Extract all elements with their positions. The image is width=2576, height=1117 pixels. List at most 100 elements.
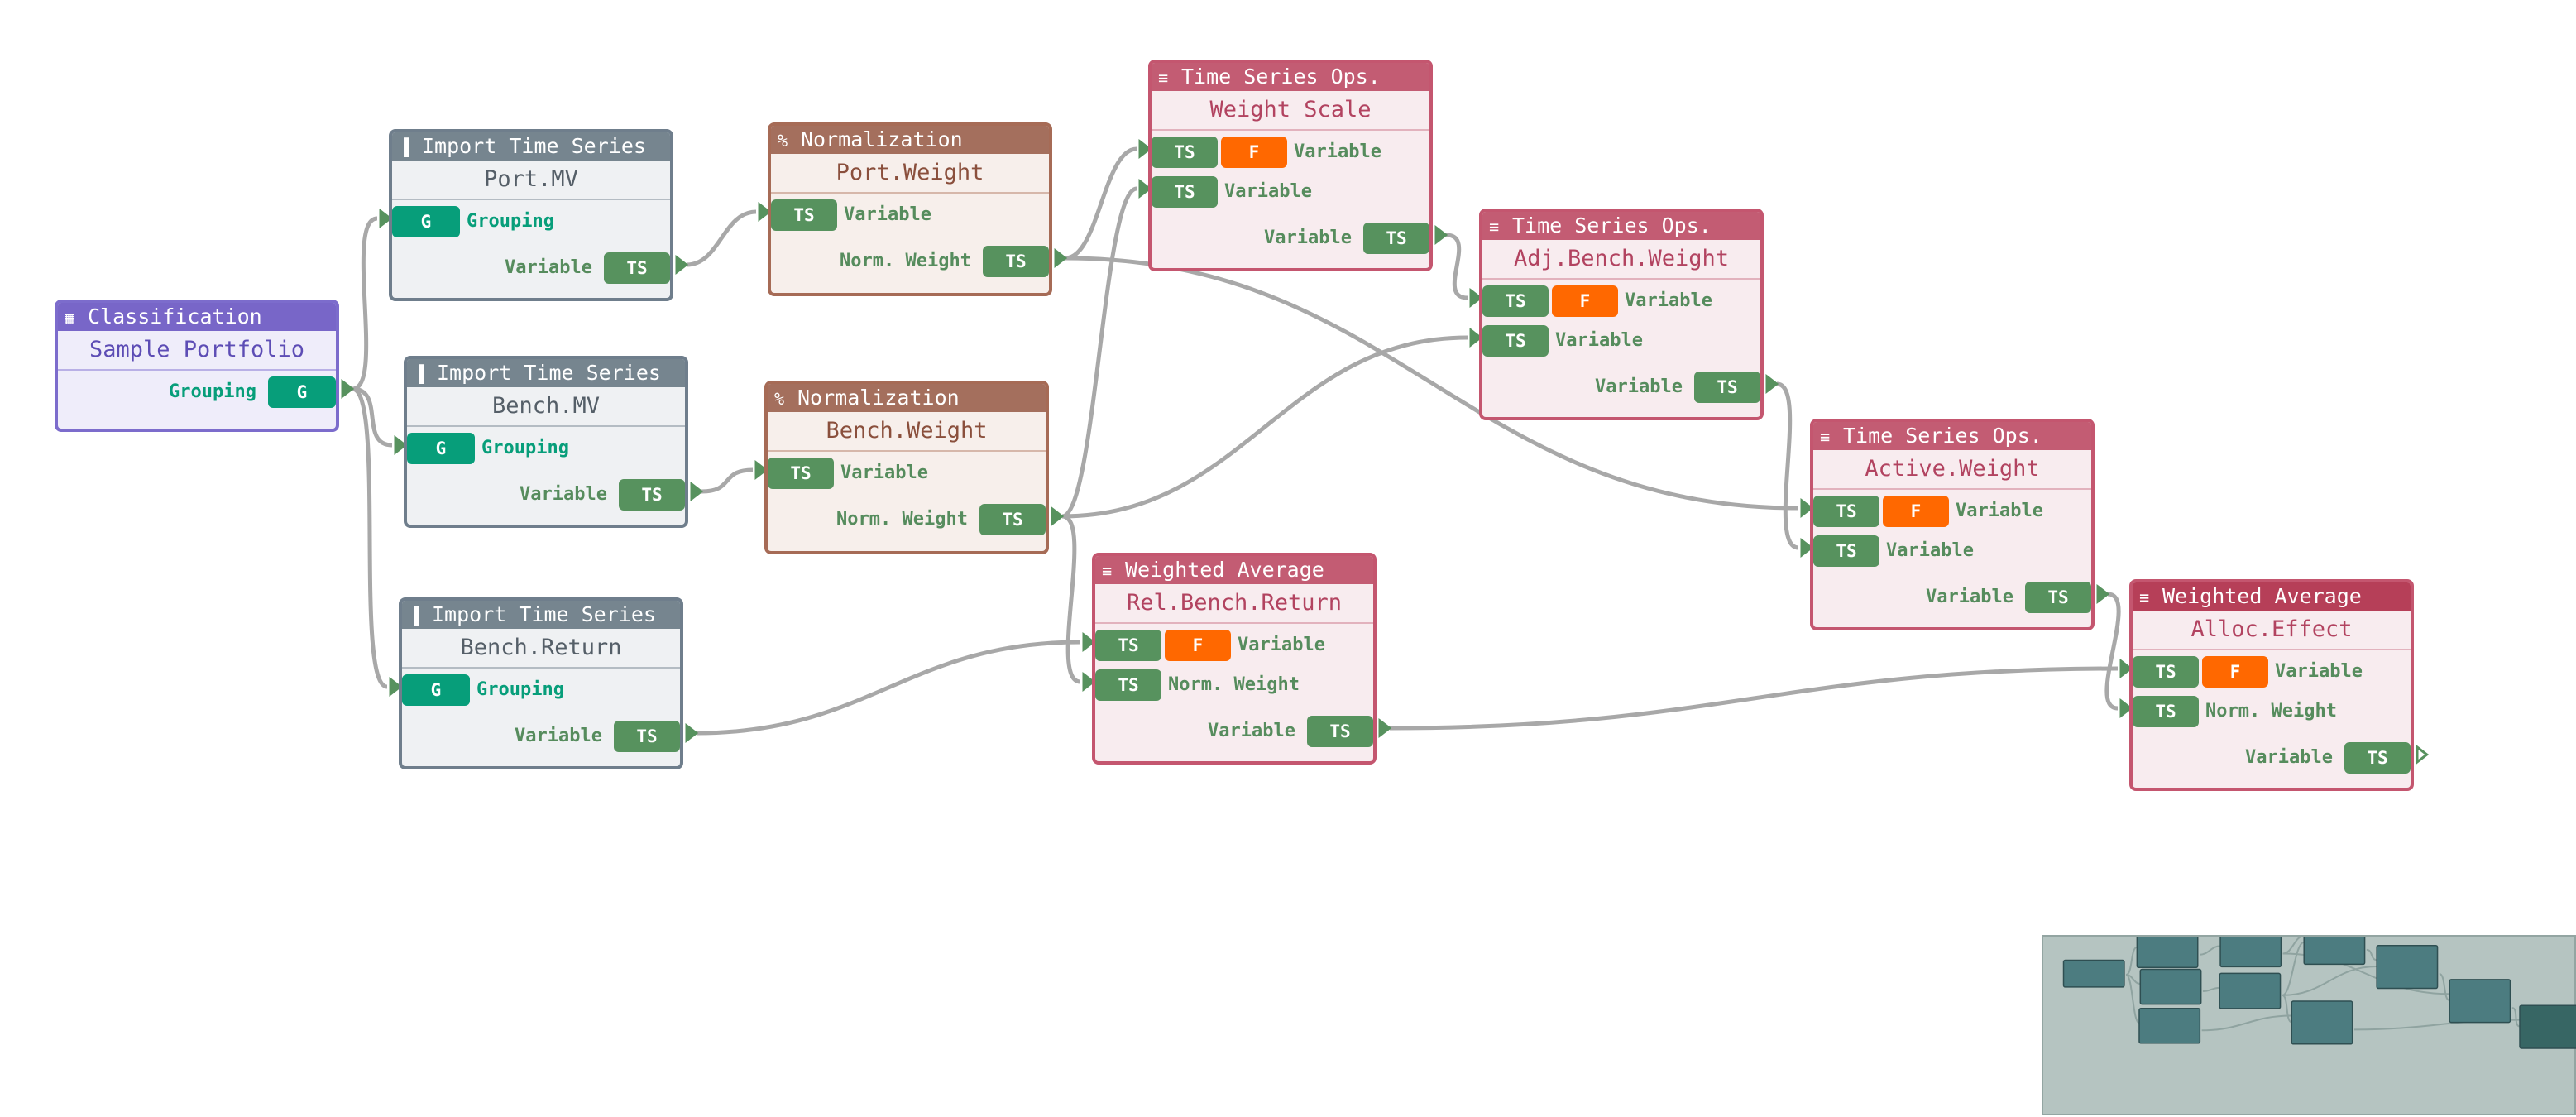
link-tso-weight-scale-to-tso-adj-bench[interactable] — [1445, 233, 1468, 300]
timeseries-chip[interactable]: TS — [979, 504, 1046, 535]
output-port-arrow[interactable] — [1434, 224, 1448, 246]
timeseries-chip[interactable]: TS — [1813, 535, 1879, 567]
timeseries-chip[interactable]: TS — [1813, 496, 1879, 527]
link-classification-to-import-bench-return[interactable] — [352, 386, 388, 689]
node-header[interactable]: ≡Time Series Ops. — [1813, 422, 2091, 450]
input-port-arrow[interactable] — [389, 676, 403, 698]
input-port-arrow[interactable] — [1469, 327, 1483, 348]
node-header[interactable]: %Normalization — [771, 126, 1049, 154]
input-port-arrow[interactable] — [394, 434, 408, 456]
timeseries-chip[interactable]: TS — [1363, 223, 1429, 254]
output-port-arrow[interactable] — [1051, 506, 1065, 527]
input-port-arrow[interactable] — [2119, 698, 2133, 719]
timeseries-chip[interactable]: TS — [619, 479, 685, 511]
input-port-arrow[interactable] — [1082, 631, 1096, 653]
output-port-label: Variable — [1926, 587, 2013, 607]
node-header[interactable]: ▐Import Time Series — [407, 359, 685, 387]
timeseries-chip[interactable]: TS — [983, 246, 1049, 277]
input-port-arrow[interactable] — [1800, 537, 1814, 558]
output-port-arrow[interactable] — [685, 722, 699, 744]
timeseries-chip[interactable]: TS — [768, 458, 834, 489]
minimap-link — [2439, 973, 2450, 1002]
input-port-arrow[interactable] — [1138, 138, 1152, 160]
node-header[interactable]: ≡Weighted Average — [1095, 556, 1373, 584]
output-port-arrow[interactable] — [675, 254, 689, 276]
timeseries-chip[interactable]: TS — [1307, 716, 1373, 747]
link-norm-bench-to-tso-adj-bench[interactable] — [1061, 335, 1468, 519]
output-port-arrow[interactable] — [690, 481, 704, 502]
function-chip[interactable]: F — [2202, 656, 2268, 688]
node-header[interactable]: ▐Import Time Series — [402, 601, 680, 629]
function-chip[interactable]: F — [1552, 285, 1618, 317]
timeseries-chip[interactable]: TS — [2025, 582, 2091, 613]
node-header[interactable]: ▦Classification — [58, 303, 336, 331]
link-wavg-rel-bench-to-wavg-alloc[interactable] — [1389, 666, 2119, 731]
timeseries-chip[interactable]: TS — [1694, 372, 1760, 403]
input-port-arrow[interactable] — [379, 208, 393, 229]
link-import-bench-to-norm-bench[interactable] — [701, 467, 754, 494]
link-tso-active-weight-to-wavg-alloc[interactable] — [2104, 592, 2121, 711]
node-header[interactable]: ≡Time Series Ops. — [1152, 63, 1429, 91]
node-title: Alloc.Effect — [2133, 611, 2411, 650]
input-port-arrow[interactable] — [754, 459, 768, 481]
node-header[interactable]: ≡Weighted Average — [2133, 582, 2411, 611]
output-port-arrow[interactable] — [1054, 247, 1068, 269]
input-port-arrow[interactable] — [1469, 287, 1483, 309]
timeseries-chip[interactable]: TS — [2133, 696, 2199, 727]
timeseries-chip[interactable]: TS — [2344, 742, 2411, 774]
grouping-chip[interactable]: G — [392, 206, 460, 237]
timeseries-chip[interactable]: TS — [771, 199, 837, 231]
node-header[interactable]: ▐Import Time Series — [392, 132, 670, 161]
link-import-bench-return-to-wavg-rel-bench[interactable] — [696, 640, 1081, 736]
grouping-chip[interactable]: G — [268, 376, 336, 408]
link-norm-bench-to-tso-weight-scale[interactable] — [1061, 186, 1137, 519]
minimap[interactable] — [2042, 935, 2576, 1115]
link-classification-to-import-bench[interactable] — [352, 386, 393, 448]
link-import-port-to-norm-port[interactable] — [686, 209, 757, 267]
link-norm-port-to-tso-weight-scale[interactable] — [1065, 146, 1137, 261]
output-port-arrow[interactable] — [1765, 373, 1779, 395]
timeseries-chip[interactable]: TS — [1482, 285, 1549, 317]
input-port-arrow[interactable] — [1800, 497, 1814, 519]
menu-icon: ≡ — [1102, 561, 1113, 581]
link-classification-to-import-port[interactable] — [352, 216, 378, 391]
link-norm-bench-to-wavg-rel-bench[interactable] — [1061, 514, 1081, 684]
link-norm-port-to-tso-active-weight[interactable] — [1065, 256, 1799, 511]
input-port-arrow[interactable] — [2119, 658, 2133, 679]
timeseries-chip[interactable]: TS — [2133, 656, 2199, 688]
timeseries-chip[interactable]: TS — [1482, 325, 1549, 357]
link-tso-adj-bench-to-tso-active-weight[interactable] — [1776, 381, 1799, 550]
output-port-arrow[interactable] — [341, 378, 355, 400]
timeseries-chip[interactable]: TS — [1095, 630, 1161, 661]
grouping-chip[interactable]: G — [402, 674, 470, 706]
output-port-arrow[interactable] — [2416, 744, 2430, 765]
input-port-arrow[interactable] — [758, 201, 772, 223]
timeseries-chip[interactable]: TS — [1152, 176, 1218, 208]
node-header[interactable]: ≡Time Series Ops. — [1482, 212, 1760, 240]
function-chip[interactable]: F — [1165, 630, 1231, 661]
timeseries-chip[interactable]: TS — [604, 252, 670, 284]
timeseries-chip[interactable]: TS — [614, 721, 680, 752]
input-port-arrow[interactable] — [1138, 178, 1152, 199]
timeseries-chip[interactable]: TS — [1152, 137, 1218, 168]
function-chip[interactable]: F — [1883, 496, 1949, 527]
function-chip[interactable]: F — [1221, 137, 1287, 168]
timeseries-chip[interactable]: TS — [1095, 669, 1161, 701]
output-port-arrow[interactable] — [2096, 583, 2110, 605]
output-port-arrow[interactable] — [1378, 717, 1392, 739]
node-header[interactable]: %Normalization — [768, 384, 1046, 412]
input-port-arrow[interactable] — [1082, 671, 1096, 693]
grouping-chip[interactable]: G — [407, 433, 475, 464]
